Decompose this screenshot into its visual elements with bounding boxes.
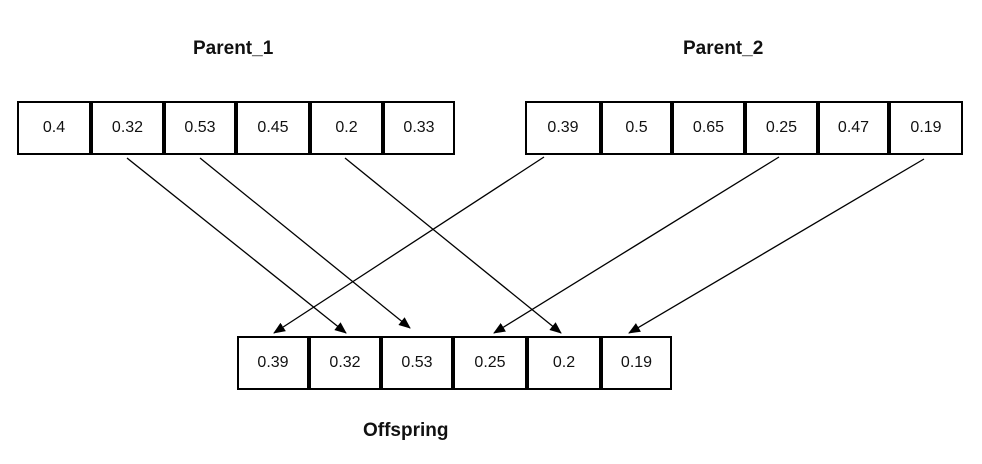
parent-2-gene-4: 0.25	[745, 101, 818, 155]
offspring-chromosome: 0.39 0.32 0.53 0.25 0.2 0.19	[237, 336, 672, 390]
arrow-p2-gene6-to-offspring-gene6	[628, 158, 925, 334]
parent-2-gene-6: 0.19	[889, 101, 963, 155]
parent-1-gene-4: 0.45	[236, 101, 310, 155]
offspring-gene-4: 0.25	[453, 336, 527, 390]
arrow-p2-gene4-to-offspring-gene4	[493, 156, 780, 334]
arrow-p1-gene5-to-offspring-gene5	[344, 157, 562, 334]
parent-1-gene-3: 0.53	[164, 101, 236, 155]
parent-1-gene-5: 0.2	[310, 101, 383, 155]
offspring-label: Offspring	[363, 420, 449, 441]
parent-1-gene-2: 0.32	[91, 101, 164, 155]
offspring-gene-5: 0.2	[527, 336, 601, 390]
arrow-p1-gene3-to-offspring-gene3	[199, 157, 411, 329]
parent-1-label: Parent_1	[193, 38, 274, 59]
parent-2-chromosome: 0.39 0.5 0.65 0.25 0.47 0.19	[525, 101, 963, 155]
parent-2-gene-2: 0.5	[601, 101, 672, 155]
offspring-gene-2: 0.32	[309, 336, 381, 390]
offspring-gene-6: 0.19	[601, 336, 672, 390]
parent-2-label: Parent_2	[683, 38, 764, 59]
arrow-p1-gene2-to-offspring-gene2	[126, 157, 347, 334]
offspring-gene-1: 0.39	[237, 336, 309, 390]
arrow-p2-gene1-to-offspring-gene1	[273, 156, 545, 334]
parent-1-chromosome: 0.4 0.32 0.53 0.45 0.2 0.33	[17, 101, 455, 155]
parent-2-gene-1: 0.39	[525, 101, 601, 155]
offspring-gene-3: 0.53	[381, 336, 453, 390]
parent-2-gene-3: 0.65	[672, 101, 745, 155]
parent-2-gene-5: 0.47	[818, 101, 889, 155]
parent-1-gene-6: 0.33	[383, 101, 455, 155]
parent-1-gene-1: 0.4	[17, 101, 91, 155]
